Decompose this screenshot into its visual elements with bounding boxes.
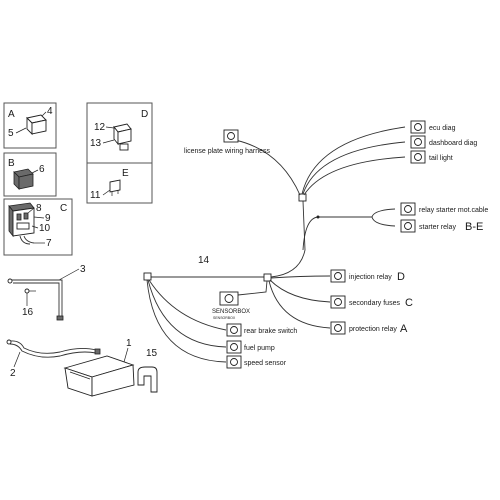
harness-junction [298,193,307,202]
box-b: B 6 [3,152,57,197]
part-number-13: 13 [90,138,102,149]
harness-junction [263,273,272,282]
starter-relay-connector [400,219,416,233]
label-dashboard-diag: dashboard diag [429,140,477,147]
part-number-4: 4 [47,106,53,117]
speed-sensor-connector [226,355,242,369]
tag-injection-relay: D [397,271,405,283]
box-b-letter: B [8,158,15,169]
box-a: A 4 5 [3,102,57,149]
box-e: E 11 [86,162,153,204]
label-sensorbox-sub: SENSORBOX [213,316,236,320]
connector-icons [219,120,426,369]
part-number-6: 6 [39,164,45,175]
box-c-letter: C [60,203,67,214]
injection-relay-connector [330,269,346,283]
cable-part-2: 2 [6,339,101,379]
screw-icon [24,288,36,294]
part-number-1: 1 [126,338,132,349]
battery-part-1: 1 [63,338,135,397]
label-sensorbox: SENSORBOX [212,309,250,315]
relay-icon [13,168,34,190]
cable-part-3: 3 16 [7,264,86,321]
label-rear-brake-switch: rear brake switch [244,328,297,335]
label-relay-starter-mot-cable: relay starter mot.cable [419,207,488,214]
battery-icon [63,355,135,397]
part-number-14: 14 [198,255,210,266]
part-number-8: 8 [36,203,42,214]
label-starter-relay: starter relay [419,224,456,231]
box-c: C 8 9 10 7 [3,198,73,256]
box-d-letter: D [141,109,148,120]
secondary-fuses-connector [330,295,346,309]
part-number-15: 15 [146,348,158,359]
relay-icon [26,114,47,136]
label-fuel-pump: fuel pump [244,345,275,352]
bracket-part-15: 15 [137,348,158,393]
part-number-2: 2 [10,368,16,379]
rear-brake-switch-connector [226,323,242,337]
tail-light-connector [410,150,426,164]
fuel-pump-connector [226,340,242,354]
label-protection-relay: protection relay [349,326,397,333]
part-number-9: 9 [45,213,51,224]
part-number-7: 7 [46,238,52,249]
fuse-box-icon [8,202,35,245]
sensorbox-icon [219,291,239,306]
tag-protection-relay: A [400,323,408,335]
part-number-16: 16 [22,307,34,318]
part-number-12: 12 [94,122,106,133]
label-injection-relay: injection relay [349,274,392,281]
relay-starter-connector [400,202,416,216]
box-a-letter: A [8,109,15,120]
license-plate-connector [223,129,239,143]
main-harness: 14 [143,126,406,363]
dashboard-diag-connector [410,135,426,149]
ecu-diag-connector [410,120,426,134]
harness-junction [143,272,152,281]
connector-labels: license plate wiring harness ecu diag da… [184,125,488,367]
box-e-letter: E [122,168,129,179]
bracket-icon [137,366,158,393]
part-number-3: 3 [80,264,86,275]
label-secondary-fuses: secondary fuses [349,300,400,307]
part-number-10: 10 [39,223,51,234]
label-speed-sensor: speed sensor [244,360,287,367]
tag-secondary-fuses: C [405,297,413,309]
box-d: D 12 13 [86,102,153,164]
label-tail-light: tail light [429,155,453,162]
tag-starter-relay: B-E [465,221,483,233]
label-license-plate-wiring-harness: license plate wiring harness [184,148,270,155]
fuse-icon [109,179,121,196]
relay-icon [113,123,132,151]
part-number-11: 11 [90,190,101,201]
label-ecu-diag: ecu diag [429,125,456,132]
protection-relay-connector [330,321,346,335]
part-number-5: 5 [8,128,14,139]
